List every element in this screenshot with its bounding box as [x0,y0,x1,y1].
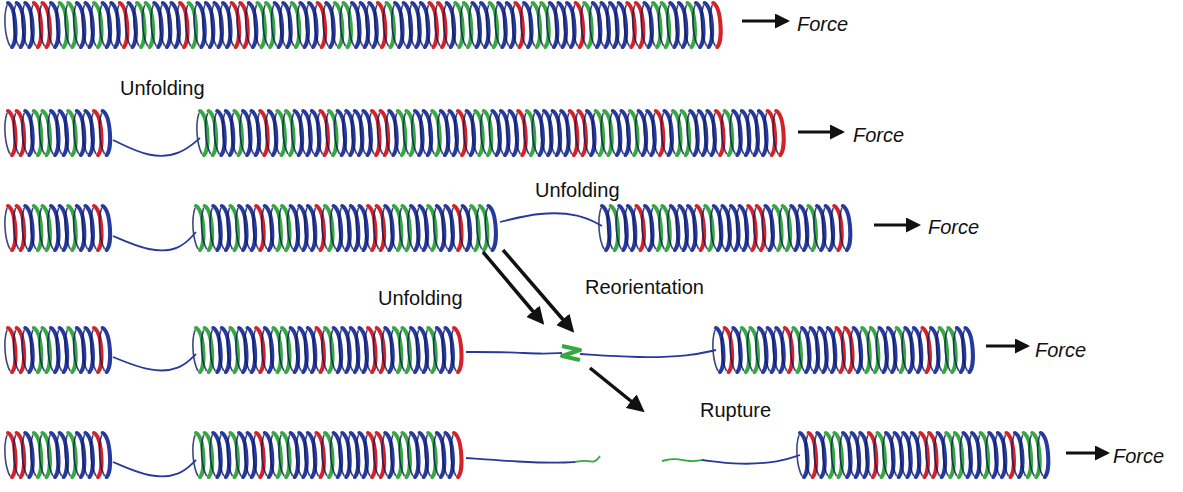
linker-strand [113,460,196,476]
step-label: Unfolding [120,78,205,98]
helix-block [193,206,496,250]
step-label: Unfolding [378,288,463,308]
reoriented-piece [562,346,580,360]
helix-block [5,433,110,477]
linker-strand [662,459,702,461]
helix-block [5,111,110,155]
step-label: Reorientation [585,277,704,297]
linker-strand [113,232,196,250]
helix-block [713,328,973,372]
force-label: Force [1035,340,1086,360]
linker-strand [580,350,716,357]
linker-strand [113,138,200,156]
linker-strand [500,213,602,226]
arrow [986,345,1027,348]
helix-block [599,206,850,250]
arrow [798,131,842,134]
helix-block [5,328,110,372]
arrow [590,368,642,410]
helix-block [193,433,462,477]
helical-segments [5,3,1048,477]
force-label: Force [928,217,979,237]
linker-strand [575,456,600,462]
force-label: Force [797,14,848,34]
arrow [742,20,787,23]
force-label: Force [1113,446,1164,466]
helix-block [197,111,784,155]
arrow [503,250,572,330]
force-label: Force [853,125,904,145]
linker-strand [113,354,196,370]
helix-block [5,3,721,47]
arrow [1066,452,1107,455]
arrows [483,21,1107,453]
linker-strand [466,458,575,463]
helix-block [797,433,1048,477]
linker-strand [702,455,800,464]
arrow [874,224,918,227]
unfolded-linkers [113,138,800,476]
linker-strand [466,352,562,354]
step-label: Rupture [700,400,771,420]
step-label: Unfolding [535,180,620,200]
helix-block [5,206,110,250]
helix-block [193,328,462,372]
